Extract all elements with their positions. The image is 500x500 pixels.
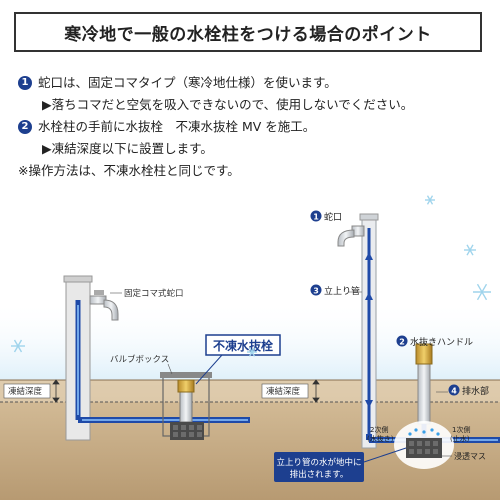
label-faucet-text: 蛇口 xyxy=(324,211,342,223)
water-post xyxy=(65,279,91,441)
faucet-label: 固定コマ式蛇口 xyxy=(124,288,184,299)
right-faucet-body xyxy=(351,225,365,237)
label-faucet-num: 1 xyxy=(313,213,319,222)
label-handle-num: 2 xyxy=(399,338,405,347)
label-drain-handle: 2 水抜きハンドル xyxy=(396,335,473,348)
label-riser: 3 立上り管 xyxy=(310,284,362,297)
valve-box-label: バルブボックス xyxy=(110,354,169,365)
right-drain-valve xyxy=(417,361,431,425)
left-ground xyxy=(0,380,250,500)
operation-note: ※操作方法は、不凍水栓柱と同じです。 xyxy=(18,163,240,178)
point-2-sub: ▶凍結深度以下に設置します。 xyxy=(42,141,213,156)
right-supply-pipe xyxy=(366,434,500,443)
right-riser-pipe xyxy=(361,217,377,449)
left-frost-tag xyxy=(3,383,51,399)
product-leader xyxy=(195,354,223,385)
label-drainpart-num: 4 xyxy=(451,387,457,396)
faucet-body xyxy=(89,295,107,305)
right-frost-label: 凍結深度 xyxy=(266,386,301,397)
label-drainpart-text: 排水部 xyxy=(462,385,489,397)
sky-haze xyxy=(0,300,500,380)
right-drain-handle xyxy=(415,343,433,365)
sump-glow xyxy=(394,421,454,469)
side1-line2: (止水) xyxy=(450,434,470,443)
right-faucet-top xyxy=(359,213,379,221)
valve-base-block xyxy=(170,422,204,440)
post-cap xyxy=(63,275,93,283)
point-text: 水栓柱の手前に水抜栓 不凍水抜栓 MV を施工。 xyxy=(38,119,316,134)
label-riser-num: 3 xyxy=(313,287,319,296)
sump-grid xyxy=(409,441,438,454)
sump-label: 浸透マス xyxy=(454,452,486,461)
page-title: 寒冷地で一般の水栓柱をつける場合のポイント xyxy=(14,12,482,52)
sump-block xyxy=(406,438,442,458)
number-badge: 2 xyxy=(18,120,32,134)
callout-line1: 立上り管の水が地中に xyxy=(276,457,361,468)
left-frost-label: 凍結深度 xyxy=(8,386,43,397)
discharge-callout xyxy=(274,452,364,482)
label-drain-part: 4 排水部 xyxy=(436,384,489,397)
riser-flow-arrows xyxy=(365,252,373,408)
label-riser-text: 立上り管 xyxy=(324,285,360,297)
drain-valve-handle xyxy=(177,379,195,393)
point-1-sub: ▶落ちコマだと空気を吸入できないので、使用しないでください。 xyxy=(42,97,414,112)
right-ground xyxy=(250,380,500,500)
point-text: 蛇口は、固定コマタイプ（寒冷地仕様）を使います。 xyxy=(38,75,337,90)
right-frost-arrow xyxy=(312,379,320,403)
side2-line2: (水抜き) xyxy=(367,434,394,443)
product-label: 不凍水抜栓 xyxy=(213,338,273,353)
left-frost-arrow xyxy=(52,379,60,403)
valve-box-leader xyxy=(167,363,173,375)
drain-valve-body xyxy=(179,391,193,423)
number-badge: 1 xyxy=(18,76,32,90)
left-frost-zone xyxy=(0,380,250,402)
product-callout xyxy=(205,334,281,356)
point-1: 1 蛇口は、固定コマタイプ（寒冷地仕様）を使います。 xyxy=(18,72,488,94)
callout-leader xyxy=(363,447,407,463)
valve-box xyxy=(162,375,210,437)
point-2: 2 水栓柱の手前に水抜栓 不凍水抜栓 MV を施工。 xyxy=(18,116,488,138)
side1-line1: 1次側 xyxy=(452,425,470,434)
snowflake-icon xyxy=(11,195,491,357)
valve-box-lid xyxy=(160,372,212,378)
faucet-handle xyxy=(94,290,104,295)
points-list: 1 蛇口は、固定コマタイプ（寒冷地仕様）を使います。 ▶落ちコマだと空気を吸入で… xyxy=(18,72,488,182)
label-handle-text: 水抜きハンドル xyxy=(410,336,473,348)
side2-line1: 2次側 xyxy=(370,425,388,434)
valve-base-grid xyxy=(173,425,202,437)
faucet-spout xyxy=(103,299,119,321)
right-frost-zone xyxy=(250,380,500,402)
drain-drops xyxy=(408,428,440,436)
label-faucet: 1 蛇口 xyxy=(310,210,342,223)
right-faucet-spout xyxy=(337,229,355,247)
callout-line2: 排出されます。 xyxy=(290,469,349,480)
right-frost-tag xyxy=(261,383,309,399)
